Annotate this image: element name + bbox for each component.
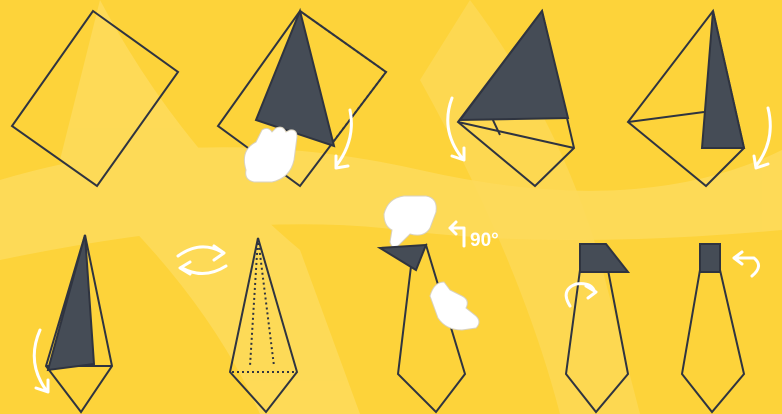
rotation-label: 90°	[470, 230, 499, 251]
hand-icon	[430, 282, 479, 330]
step-5	[34, 235, 112, 412]
tie-outline	[682, 270, 744, 412]
step-9	[682, 244, 759, 412]
fold-triangle-icon	[256, 11, 334, 146]
curved-arrow-icon	[734, 252, 759, 276]
fold-triangle-icon	[702, 11, 744, 148]
step-4	[628, 11, 770, 186]
curved-arrow-icon	[34, 330, 48, 392]
fold-edge	[628, 112, 704, 122]
kite-shape-icon	[380, 245, 426, 270]
tie-shape-icon	[580, 244, 628, 272]
hand-icon	[384, 196, 436, 247]
tie-shape-icon	[700, 244, 720, 272]
kite-shape-icon	[48, 235, 94, 370]
